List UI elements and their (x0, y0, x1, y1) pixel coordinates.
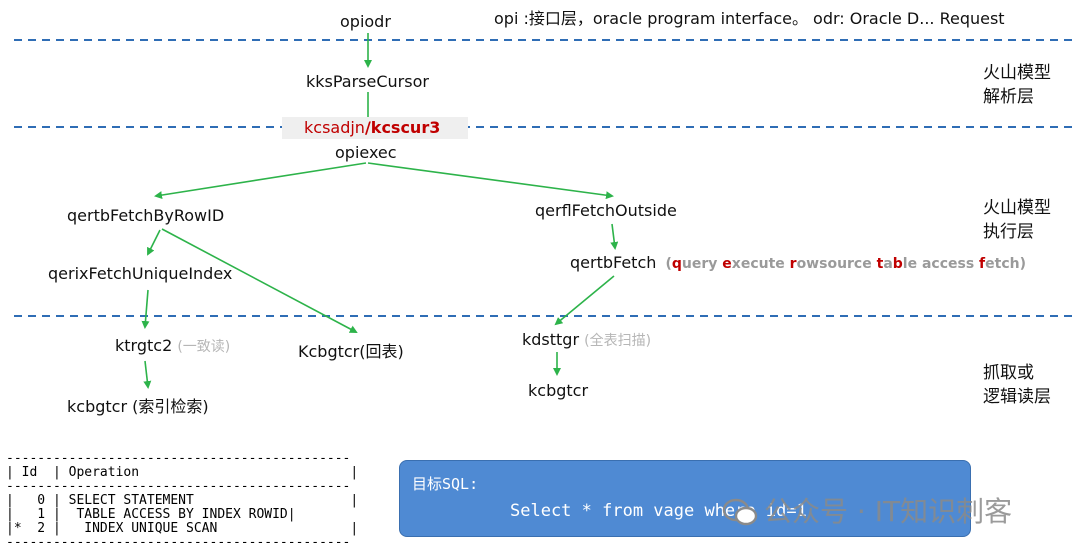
node-kcbgtcr-index: kcbgtcr (索引检索) (67, 397, 209, 416)
arrow-uniqueindex-ktrgtc2 (141, 289, 150, 329)
node-kcscur3: kcscur3 (370, 118, 441, 137)
node-ktrgtc2-note: (一致读) (177, 339, 231, 355)
node-qertbfetch: qertbFetch (query execute rowsource tabl… (570, 253, 1026, 274)
kcsadjn-highlight (282, 117, 468, 139)
layer-label-parse-line1: 火山模型 (983, 63, 1051, 83)
layer-label-execute: 火山模型 执行层 (983, 196, 1051, 244)
arrow-opiexec-flfetch (367, 162, 614, 200)
arrow-flfetch-qertbfetch (610, 223, 619, 250)
arrow-byrowid-uniqueindex (147, 229, 161, 256)
target-sql-query: Select * from vage where id=1 (510, 501, 807, 521)
target-sql-label: 目标SQL: (412, 475, 479, 493)
node-opiodr: opiodr (340, 12, 391, 31)
node-kdsttgr-note: (全表扫描) (584, 333, 652, 349)
node-kdsttgr: kdsttgr (全表扫描) (522, 330, 651, 351)
layer-label-parse: 火山模型 解析层 (983, 61, 1051, 109)
header-note: opi :接口层，oracle program interface。 odr: … (494, 9, 1005, 28)
node-kcsadjn-kcscur3: kcsadjn/kcscur3 (304, 118, 440, 138)
node-opiexec: opiexec (335, 143, 397, 162)
node-slash: / (364, 118, 371, 137)
node-kcsadjn: kcsadjn (304, 118, 365, 137)
arrow-ktrgtc2-kcbgtcr (143, 360, 152, 389)
layer-label-execute-line2: 执行层 (983, 222, 1034, 242)
qertbfetch-expansion: (query execute rowsource table access fe… (665, 256, 1026, 272)
wechat-icon (722, 498, 758, 526)
node-kcbgtcr-right: kcbgtcr (528, 381, 589, 400)
node-kcbgtcr-back: Kcbgtcr(回表) (298, 342, 404, 361)
node-qertbfetchbyrowid: qertbFetchByRowID (67, 206, 225, 225)
node-qerixfetchuniqueindex: qerixFetchUniqueIndex (48, 264, 233, 283)
node-qerflfetchoutside: qerflFetchOutside (535, 201, 677, 220)
node-qertbfetch-label: qertbFetch (570, 253, 657, 272)
layer-label-fetch-line2: 逻辑读层 (983, 387, 1051, 407)
layer-label-execute-line1: 火山模型 (983, 198, 1051, 218)
node-ktrgtc2-label: ktrgtc2 (115, 336, 173, 355)
node-kdsttgr-label: kdsttgr (522, 330, 580, 349)
arrow-qertbfetch-kdsttgr (554, 275, 615, 326)
layer-label-fetch-line1: 抓取或 (983, 363, 1034, 383)
layer-label-fetch: 抓取或 逻辑读层 (983, 361, 1051, 409)
target-sql-box: 目标SQL: Select * from vage where id=1 (399, 460, 971, 537)
arrow-opiexec-byrowid (154, 162, 367, 200)
layer-label-parse-line2: 解析层 (983, 87, 1034, 107)
watermark-text: 公众号 · IT知识刺客 (764, 495, 1013, 528)
node-kksparsecursor: kksParseCursor (306, 72, 429, 91)
node-ktrgtc2: ktrgtc2 (一致读) (115, 336, 230, 357)
execution-plan-table: ----------------------------------------… (6, 451, 359, 550)
arrow-byrowid-kcbgtcr-back (161, 228, 358, 333)
